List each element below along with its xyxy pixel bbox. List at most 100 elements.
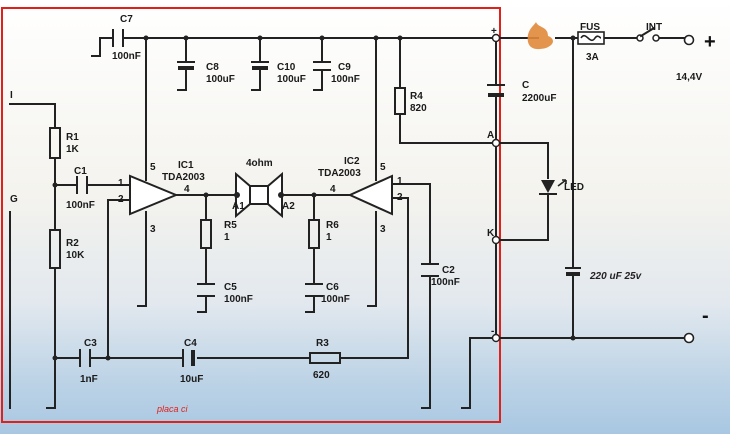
label-board: placa ci <box>156 404 189 414</box>
switch-icon <box>636 26 660 42</box>
label-c5-value: 100nF <box>224 294 253 305</box>
node-k-dot <box>491 235 501 245</box>
resistor-r2 <box>49 229 61 269</box>
ic1-amplifier-icon <box>129 174 179 216</box>
label-c5-name: C5 <box>224 282 237 293</box>
pin-ic2-vcc: 5 <box>380 162 386 173</box>
label-fuse-value: 3A <box>586 52 599 63</box>
label-c-main-value: 2200uF <box>522 93 556 104</box>
pin-ic2-out: 4 <box>330 184 336 195</box>
label-speaker-a1: A1 <box>232 201 245 212</box>
label-c2-value: 100nF <box>431 277 460 288</box>
capacitor-c-main <box>487 84 505 97</box>
capacitor-c6 <box>305 283 323 297</box>
capacitor-c2 <box>421 263 439 277</box>
label-input-i: I <box>10 90 13 101</box>
label-c1-value: 100nF <box>66 200 95 211</box>
pin-ic1-vcc: 5 <box>150 162 156 173</box>
capacitor-c7 <box>112 29 124 47</box>
label-switch: INT <box>646 22 662 33</box>
terminal-minus <box>683 332 695 344</box>
label-c-led-value: 220 uF 25v <box>589 271 643 282</box>
pin-ic1-inv: 2 <box>118 194 124 205</box>
ic2-amplifier-icon <box>347 174 393 216</box>
pin-ic2-gnd: 3 <box>380 224 386 235</box>
resistor-r5 <box>200 219 212 249</box>
node-minus-dot <box>491 333 501 343</box>
label-c8-value: 100uF <box>206 74 235 85</box>
label-r5-name: R5 <box>224 220 237 231</box>
label-c10-value: 100uF <box>277 74 306 85</box>
label-r6-name: R6 <box>326 220 339 231</box>
pin-ic2-inv: 2 <box>397 192 403 203</box>
label-r2-name: R2 <box>66 238 79 249</box>
resistor-r6 <box>308 219 320 249</box>
junction-dots <box>52 35 576 361</box>
label-r4-value: 820 <box>410 103 427 114</box>
label-c3-name: C3 <box>84 338 97 349</box>
label-c7-name: C7 <box>120 14 133 25</box>
capacitor-c3 <box>79 349 91 367</box>
label-r1-value: 1K <box>66 144 80 155</box>
label-fuse-name: FUS <box>580 22 600 33</box>
label-led: LED <box>564 182 584 193</box>
pcb-board-outline <box>1 7 501 423</box>
capacitor-c10 <box>251 61 269 70</box>
label-c3-value: 1nF <box>80 374 98 385</box>
pin-ic1-out: 4 <box>184 184 190 195</box>
label-c4-value: 10uF <box>180 374 203 385</box>
label-c4-name: C4 <box>184 338 197 349</box>
label-speaker-a2: A2 <box>282 201 295 212</box>
label-c2-name: C2 <box>442 265 455 276</box>
label-r3-value: 620 <box>313 370 330 381</box>
label-speaker: 4ohm <box>246 158 273 169</box>
label-input-g: G <box>10 194 18 205</box>
node-plus-dot <box>491 33 501 43</box>
label-c10-name: C10 <box>277 62 296 73</box>
capacitor-c4 <box>182 349 195 367</box>
resistor-r3 <box>309 352 341 364</box>
pin-ic1-gnd: 3 <box>150 224 156 235</box>
fuse-icon <box>577 31 605 45</box>
led-icon <box>539 179 567 195</box>
label-c7-value: 100nF <box>112 51 141 62</box>
label-r2-value: 10K <box>66 250 85 261</box>
label-plus-terminal: + <box>704 31 716 53</box>
label-ic2-name: IC2 <box>344 156 360 167</box>
node-a-dot <box>491 138 501 148</box>
label-node-a: A <box>487 130 494 141</box>
capacitor-c8 <box>177 61 195 70</box>
label-c6-value: 100nF <box>321 294 350 305</box>
pin-ic2-in: 1 <box>397 176 403 187</box>
label-c8-name: C8 <box>206 62 219 73</box>
label-r6-value: 1 <box>326 232 332 243</box>
label-voltage: 14,4V <box>676 72 702 83</box>
label-r3-name: R3 <box>316 338 329 349</box>
label-c1-name: C1 <box>74 166 87 177</box>
capacitor-c9 <box>313 61 331 71</box>
wires <box>9 37 689 409</box>
pin-ic1-in: 1 <box>118 178 124 189</box>
label-r5-value: 1 <box>224 232 230 243</box>
fuse-blob-icon <box>527 22 553 50</box>
label-c9-name: C9 <box>338 62 351 73</box>
label-ic1-name: IC1 <box>178 160 194 171</box>
label-r4-name: R4 <box>410 91 423 102</box>
capacitor-c5 <box>197 283 215 297</box>
label-node-minus: - <box>491 326 494 337</box>
label-ic1-part: TDA2003 <box>162 172 205 183</box>
capacitor-c-led <box>565 267 581 276</box>
terminal-plus <box>683 34 695 46</box>
capacitor-c1 <box>76 176 88 194</box>
label-c9-value: 100nF <box>331 74 360 85</box>
label-node-k: K <box>487 228 495 239</box>
resistor-r4 <box>394 87 406 115</box>
label-c6-name: C6 <box>326 282 339 293</box>
label-node-plus: + <box>491 26 497 37</box>
label-r1-name: R1 <box>66 132 79 143</box>
resistor-r1 <box>49 127 61 159</box>
label-c-main-name: C <box>522 80 529 91</box>
label-minus-terminal: - <box>702 305 709 327</box>
